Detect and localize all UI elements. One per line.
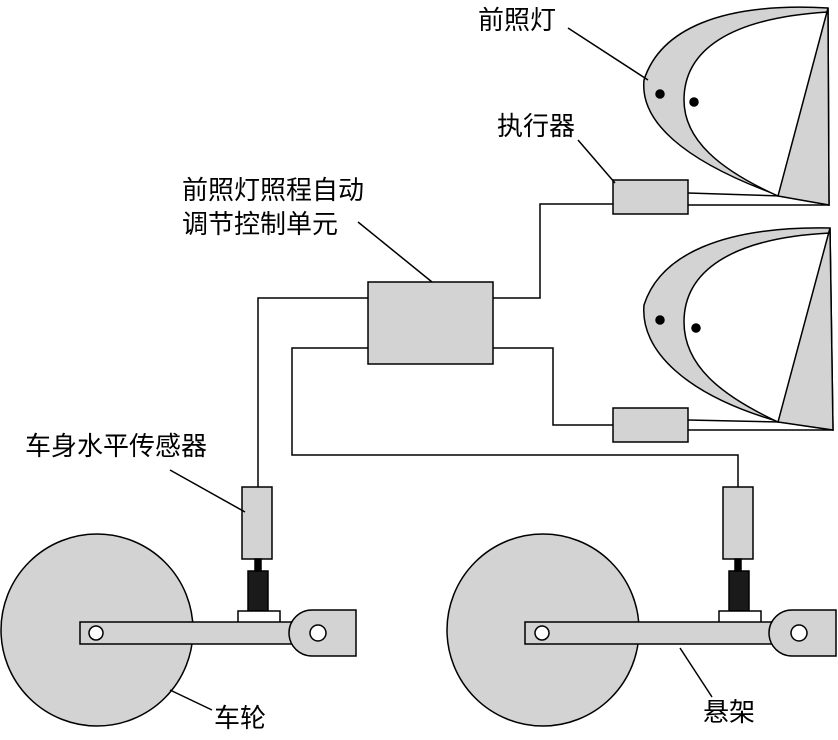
actuator-upper bbox=[612, 179, 689, 215]
headlight-lower-reflector bbox=[683, 232, 831, 423]
headlight-lower-bulb-2 bbox=[691, 323, 701, 333]
headlight-upper-bulb-1 bbox=[655, 89, 665, 99]
suspension-label: 悬架 bbox=[703, 698, 756, 728]
right-sensor-base bbox=[718, 610, 762, 624]
right-arm-pivot-inner bbox=[534, 625, 550, 641]
left-wheel-assembly bbox=[0, 486, 357, 727]
headlight-upper-reflector bbox=[683, 11, 829, 197]
leader-lines bbox=[169, 27, 713, 711]
control-unit-label-line1: 前照灯照程自动 bbox=[182, 176, 365, 206]
right-suspension-arm bbox=[524, 621, 811, 645]
right-sensor-rod bbox=[734, 558, 742, 572]
right-sensor-body bbox=[722, 486, 754, 560]
headlight-lower-bulb-1 bbox=[655, 315, 665, 325]
actuator-label: 执行器 bbox=[497, 112, 576, 142]
right-arm-pivot-outer bbox=[790, 624, 808, 642]
right-sensor-joint bbox=[728, 570, 750, 612]
left-sensor-rod bbox=[254, 558, 262, 572]
right-wheel-assembly bbox=[446, 486, 837, 727]
headlight-label: 前照灯 bbox=[478, 6, 557, 36]
left-sensor-body bbox=[241, 486, 273, 560]
wiring bbox=[257, 192, 833, 487]
wheel-label: 车轮 bbox=[214, 704, 267, 734]
left-arm-pivot-inner bbox=[88, 625, 104, 641]
headlight-upper-bulb-2 bbox=[689, 97, 699, 107]
actuator-lower bbox=[612, 407, 689, 443]
headlight-upper bbox=[643, 6, 830, 206]
control-unit-label-line2: 调节控制单元 bbox=[182, 210, 339, 240]
left-arm-pivot-outer bbox=[309, 624, 327, 642]
body-level-sensor-label: 车身水平传感器 bbox=[25, 432, 208, 462]
control-unit-box bbox=[367, 281, 494, 365]
left-sensor-base bbox=[237, 610, 281, 624]
headlight-lower-lens bbox=[777, 227, 834, 431]
left-sensor-joint bbox=[247, 570, 269, 612]
headlight-lower bbox=[643, 227, 834, 431]
headlight-upper-lens bbox=[777, 7, 830, 206]
